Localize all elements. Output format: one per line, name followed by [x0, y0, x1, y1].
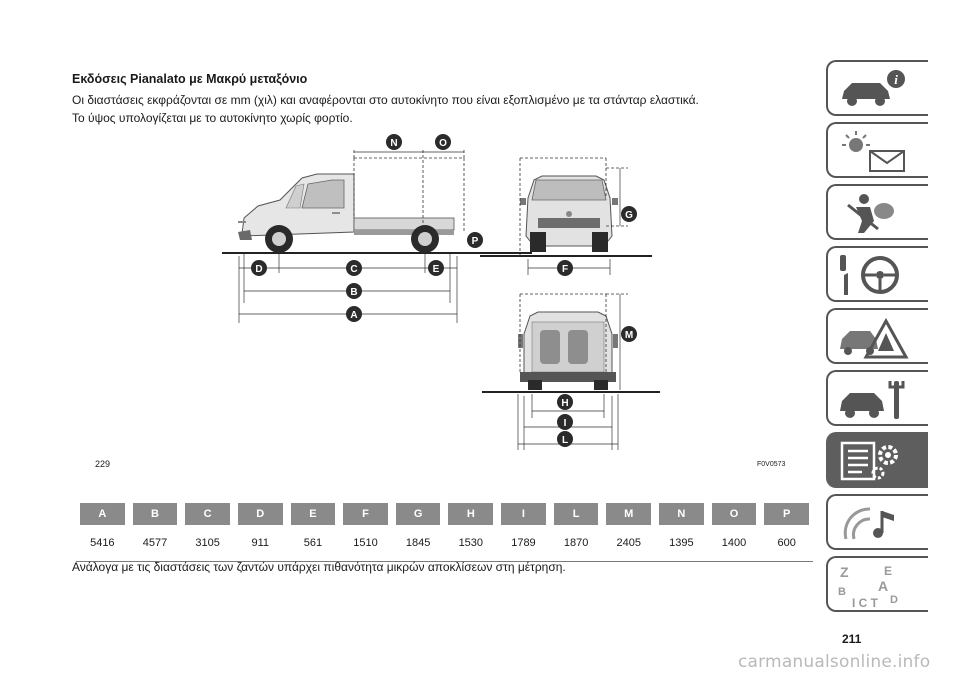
table-row: 5416 4577 3105 911 561 1510 1845 1530 17…	[76, 525, 813, 562]
callout-p: P	[467, 232, 483, 248]
table-header-cell: M	[598, 503, 660, 525]
table-header-cell: I	[493, 503, 554, 525]
table-cell: 1845	[391, 525, 445, 562]
svg-text:O: O	[439, 138, 447, 149]
callout-h: H	[557, 394, 573, 410]
sidebar-tab-emergency[interactable]	[826, 308, 928, 364]
callout-o: O	[435, 134, 451, 150]
sidebar-tab-multimedia[interactable]	[826, 494, 928, 550]
figure-code: F0V0573	[757, 461, 786, 468]
sidebar-tab-starting-driving[interactable]	[826, 246, 928, 302]
svg-text:I C T: I C T	[852, 596, 879, 609]
callout-c: C	[346, 260, 362, 276]
callout-m: M	[621, 326, 637, 342]
table-cell: 1510	[339, 525, 392, 562]
svg-text:C: C	[350, 264, 357, 275]
measurement-note: Ανάλογα με τις διαστάσεις των ζαντών υπά…	[72, 560, 566, 574]
sidebar-tab-safety[interactable]	[826, 184, 928, 240]
table-header-cell: P	[756, 503, 817, 525]
car-info-icon: i	[842, 70, 905, 106]
callout-n: N	[386, 134, 402, 150]
svg-text:I: I	[564, 418, 567, 429]
svg-text:D: D	[255, 264, 262, 275]
svg-text:A: A	[878, 578, 888, 594]
svg-text:E: E	[433, 264, 440, 275]
table-cell: 1400	[707, 525, 761, 562]
table-header-cell: H	[440, 503, 502, 525]
multimedia-icon	[843, 507, 894, 540]
table-header-cell: N	[651, 503, 712, 525]
svg-text:N: N	[390, 138, 397, 149]
svg-text:D: D	[890, 594, 898, 606]
callout-a: A	[346, 306, 362, 322]
svg-text:F: F	[562, 264, 568, 275]
sidebar-tab-index[interactable]: Z E A B D I C T	[826, 556, 928, 612]
svg-text:L: L	[562, 435, 568, 446]
sidebar-tab-technical-data[interactable]	[826, 432, 928, 488]
table-cell: 600	[760, 525, 813, 562]
intro-text-2: Το ύψος υπολογίζεται με το αυτοκίνητο χω…	[72, 111, 353, 125]
index-icon: Z E A B D I C T	[838, 564, 898, 609]
page-number: 211	[842, 632, 862, 646]
table-cell: 1530	[444, 525, 498, 562]
warning-lights-icon	[842, 131, 905, 172]
table-cell: 911	[233, 525, 287, 562]
side-view-vehicle	[222, 173, 532, 254]
callout-g: G	[621, 206, 637, 222]
svg-text:G: G	[625, 210, 633, 221]
callout-b: B	[346, 283, 362, 299]
svg-text:B: B	[838, 586, 846, 598]
table-header-cell: A	[72, 503, 133, 525]
sidebar-tab-car-info[interactable]: i	[826, 60, 928, 116]
table-header-cell: C	[177, 503, 238, 525]
svg-text:Z: Z	[840, 564, 849, 580]
table-cell: 1870	[549, 525, 603, 562]
front-view-vehicle	[480, 175, 652, 257]
table-cell: 3105	[181, 525, 234, 562]
table-header-cell: F	[335, 503, 396, 525]
callout-d: D	[251, 260, 267, 276]
emergency-icon	[840, 317, 909, 359]
table-cell: 2405	[602, 525, 656, 562]
technical-specs-icon	[840, 441, 898, 481]
table-header-cell: G	[387, 503, 449, 525]
svg-text:A: A	[350, 310, 357, 321]
table-header-cell: B	[124, 503, 186, 525]
callout-i: I	[557, 414, 573, 430]
table-header-cell: O	[703, 503, 765, 525]
watermark: carmanualsonline.info	[738, 652, 931, 672]
svg-text:M: M	[625, 330, 633, 341]
table-cell: 4577	[128, 525, 182, 562]
svg-text:B: B	[350, 287, 357, 298]
page-heading: Εκδόσεις Pianalato με Μακρύ μεταξόνιο	[72, 72, 308, 86]
table-header-row: A B C D E F G H I L M N O P	[72, 503, 817, 525]
table-cell: 5416	[76, 525, 129, 562]
dimensions-table: A B C D E F G H I L M N O P 5416 4577 31…	[72, 503, 817, 562]
steering-wheel-icon	[840, 255, 899, 295]
safety-airbag-icon	[847, 194, 894, 233]
callout-e: E	[428, 260, 444, 276]
table-header-cell: L	[545, 503, 607, 525]
table-cell: 561	[286, 525, 340, 562]
intro-text-1: Οι διαστάσεις εκφράζονται σε mm (χιλ) κα…	[72, 93, 699, 107]
rear-view-vehicle	[482, 311, 660, 393]
svg-text:i: i	[894, 72, 898, 87]
svg-text:H: H	[561, 398, 568, 409]
table-header-cell: E	[282, 503, 344, 525]
figure-number: 229	[95, 459, 111, 469]
sidebar-tab-warning-lights[interactable]	[826, 122, 928, 178]
table-cell: 1789	[497, 525, 550, 562]
dimensions-diagram: N O P D C E B A F G M H I L	[222, 134, 660, 450]
svg-text:E: E	[884, 564, 892, 578]
table-header-cell: D	[229, 503, 291, 525]
sidebar-tab-maintenance[interactable]	[826, 370, 928, 426]
callout-f: F	[557, 260, 573, 276]
table-cell: 1395	[655, 525, 708, 562]
car-maintenance-icon	[840, 381, 905, 419]
callout-l: L	[557, 431, 573, 447]
svg-text:P: P	[472, 236, 479, 247]
